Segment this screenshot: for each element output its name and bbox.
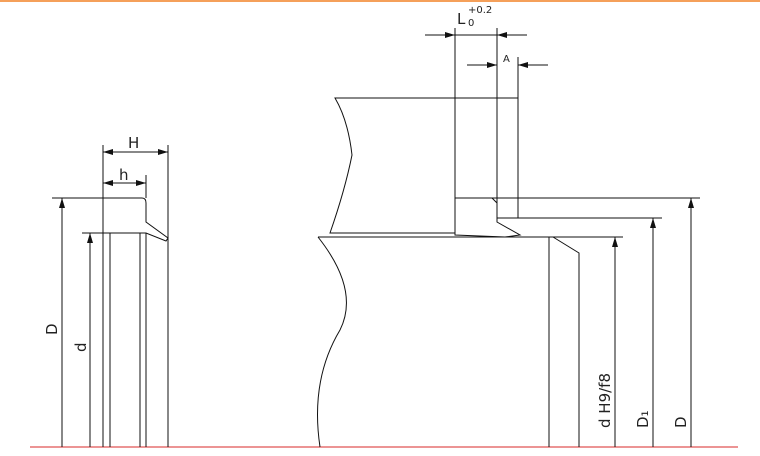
label-D1: D₁ [634, 410, 652, 428]
housing [329, 97, 700, 238]
label-D-right: D [672, 416, 690, 428]
label-H: H [128, 134, 139, 152]
label-L0-tolerance: +0.2 [468, 5, 492, 16]
label-h: h [119, 166, 129, 184]
seal-profile [52, 145, 169, 447]
label-d-fit: d H9/f8 [596, 373, 614, 428]
label-L0-sub: 0 [468, 18, 474, 29]
dimensions-right [425, 28, 694, 447]
label-D-left: D [43, 323, 61, 335]
label-d-left: d [72, 342, 90, 352]
label-L0: L [457, 10, 466, 28]
label-A: A [503, 54, 510, 65]
shaft [317, 236, 623, 448]
